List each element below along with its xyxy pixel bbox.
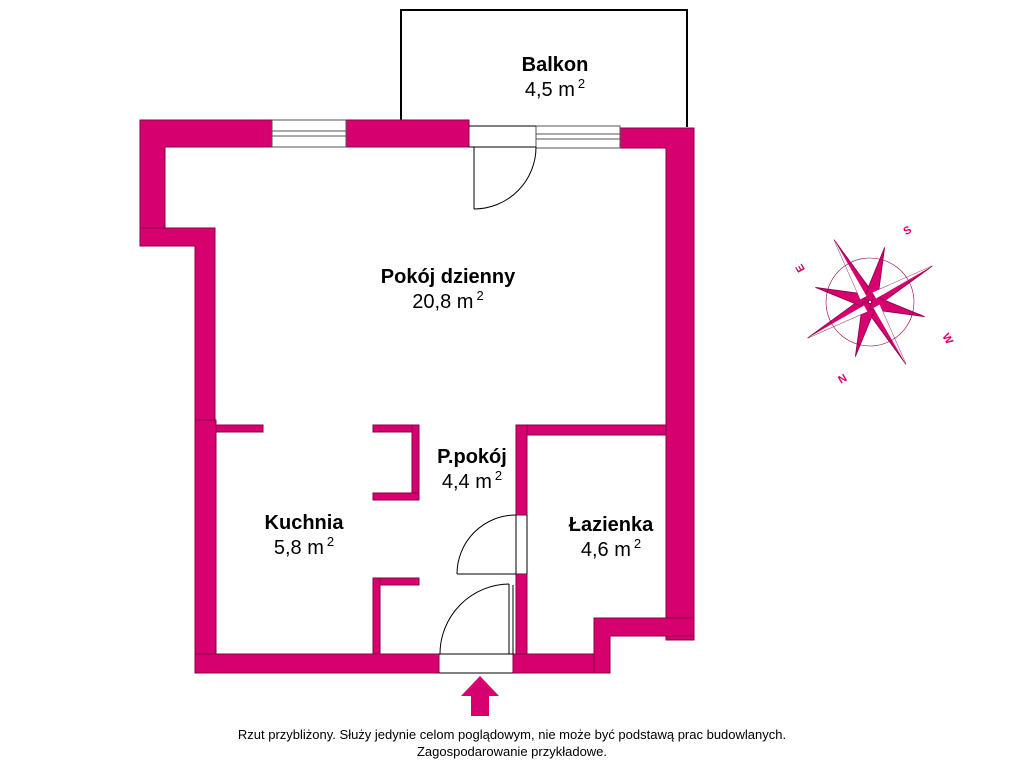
exterior-walls xyxy=(139,119,695,674)
doors xyxy=(439,125,537,674)
room-name: Balkon xyxy=(521,54,589,76)
interior-walls xyxy=(215,424,667,655)
room-name: Pokój dzienny xyxy=(380,266,516,288)
disclaimer-caption: Rzut przybliżony. Służy jedynie celom po… xyxy=(0,726,1024,760)
compass-rose-icon xyxy=(807,239,933,365)
windows xyxy=(271,119,621,149)
entrance-arrow-icon xyxy=(461,676,499,716)
disclaimer-line-1: Rzut przybliżony. Służy jedynie celom po… xyxy=(237,727,787,742)
disclaimer-line-2: Zagospodarowanie przykładowe. xyxy=(416,744,608,759)
room-name: Kuchnia xyxy=(264,512,344,534)
balcony-outline xyxy=(400,9,688,127)
room-name: P.pokój xyxy=(437,446,507,468)
room-name: Łazienka xyxy=(568,514,654,536)
